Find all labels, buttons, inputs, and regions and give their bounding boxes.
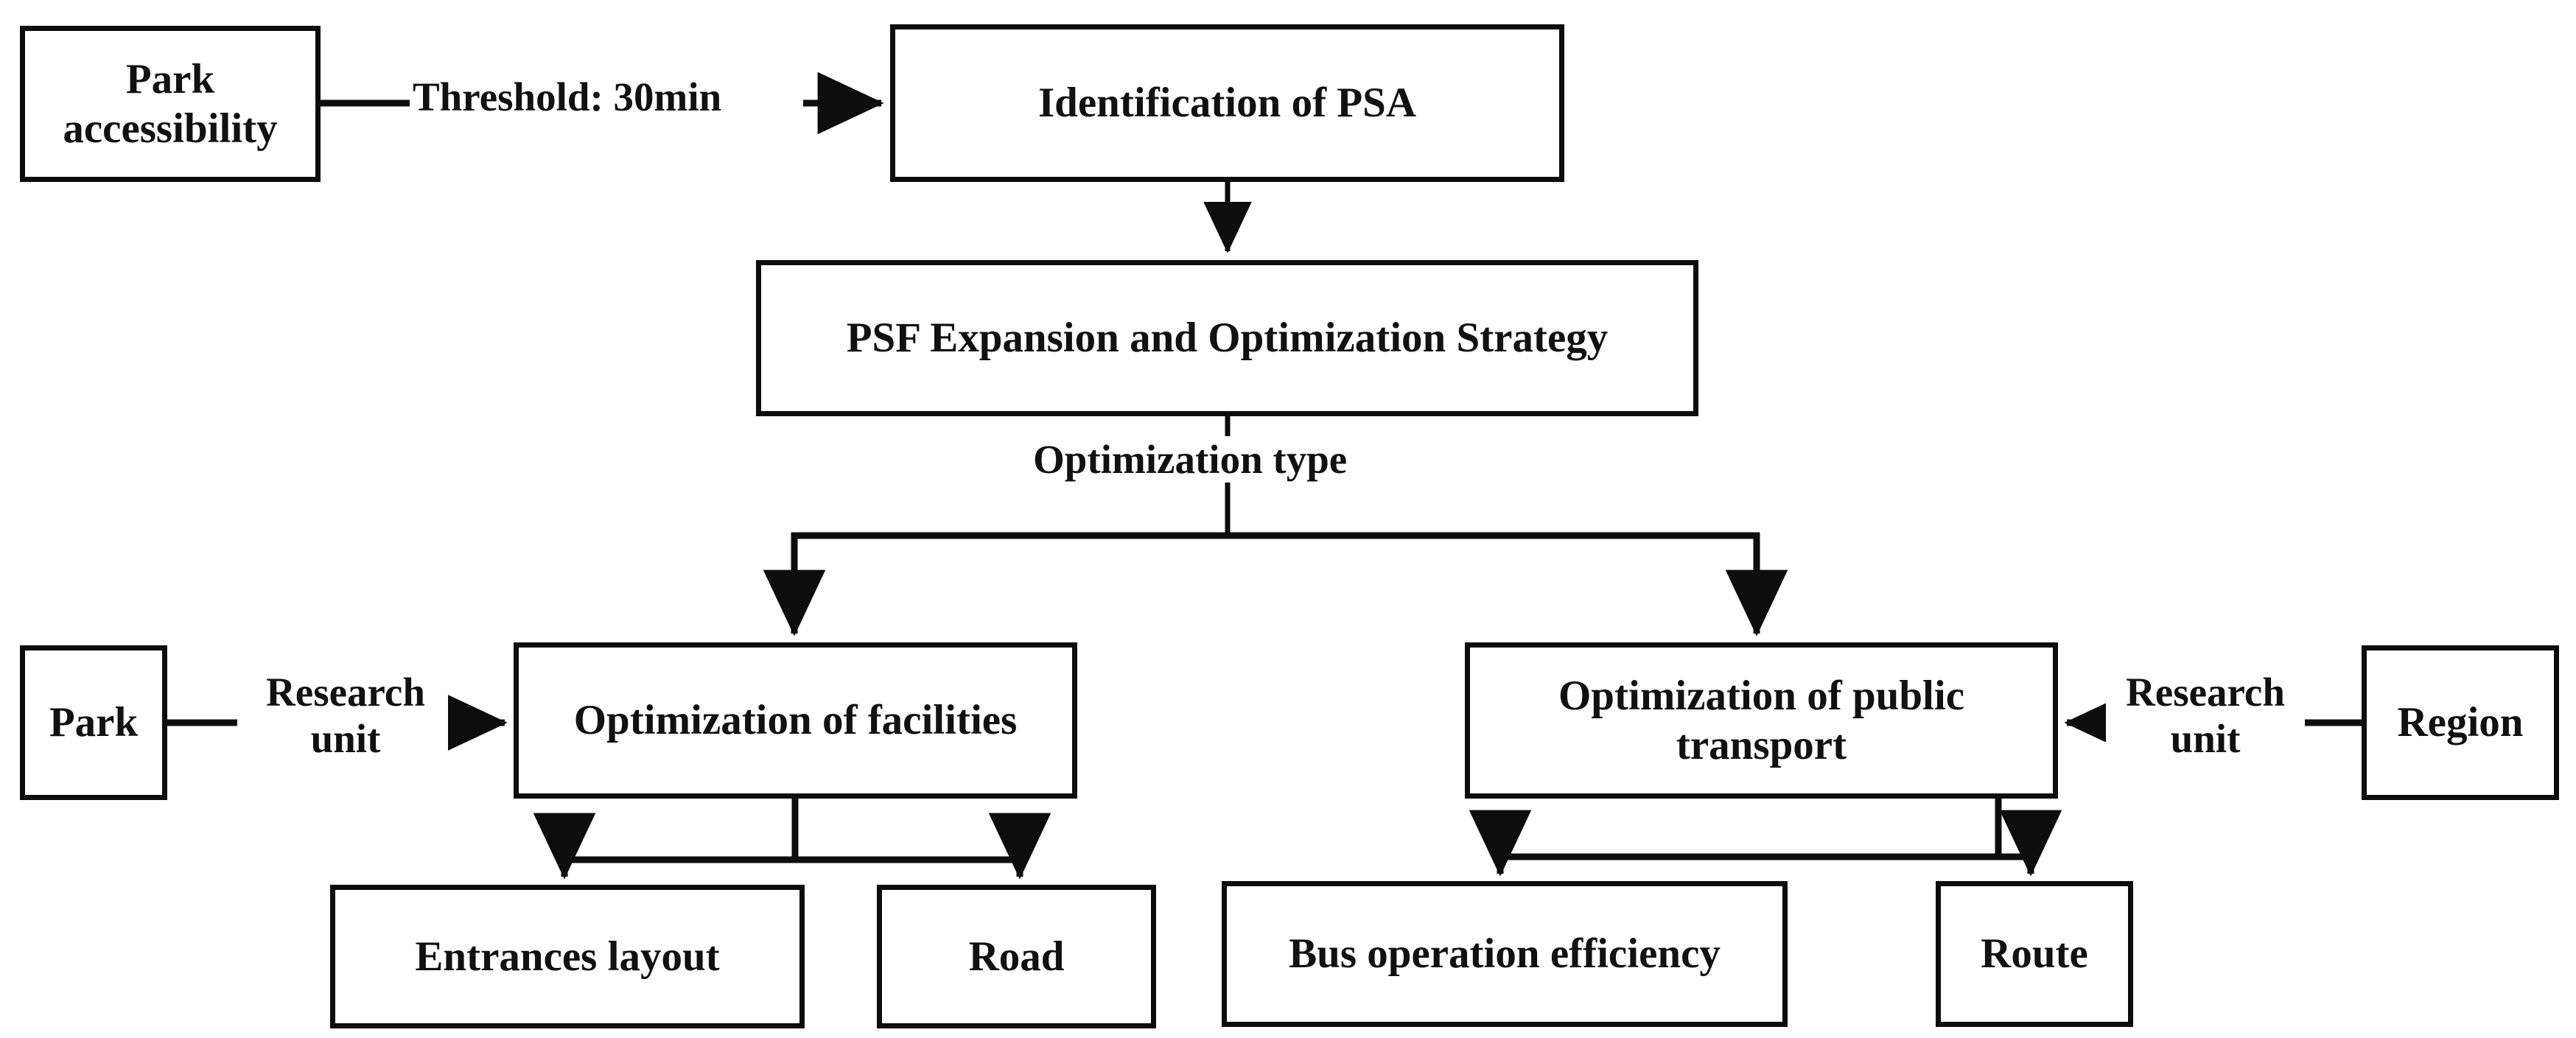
node-park[interactable]: Park: [20, 645, 167, 800]
node-label: Region: [2397, 699, 2524, 746]
edge-label-research-unit-right: Research unit: [2106, 669, 2305, 762]
node-psf-expansion-strategy[interactable]: PSF Expansion and Optimization Strategy: [756, 260, 1698, 416]
edge-label-research-unit-left: Research unit: [243, 669, 448, 762]
edge-label-optimization-type: Optimization type: [1030, 436, 1351, 483]
node-identification-of-psa[interactable]: Identification of PSA: [890, 24, 1564, 182]
node-label: Park accessibility: [63, 55, 278, 152]
node-optimization-of-facilities[interactable]: Optimization of facilities: [514, 642, 1077, 799]
node-label: Entrances layout: [415, 933, 720, 980]
node-label: Optimization of public transport: [1558, 672, 1965, 768]
node-label: Bus operation efficiency: [1289, 930, 1721, 978]
node-label: PSF Expansion and Optimization Strategy: [846, 315, 1609, 362]
node-region[interactable]: Region: [2362, 645, 2559, 800]
node-label: Optimization of facilities: [573, 697, 1018, 744]
node-park-accessibility[interactable]: Park accessibility: [20, 26, 321, 182]
node-label: Road: [968, 933, 1065, 980]
node-label: Identification of PSA: [1038, 80, 1416, 127]
node-route[interactable]: Route: [1936, 881, 2133, 1027]
node-road[interactable]: Road: [877, 885, 1156, 1028]
node-label: Route: [1981, 930, 2088, 978]
edge-label-threshold: Threshold: 30min: [410, 74, 725, 121]
node-optimization-of-public-transport[interactable]: Optimization of public transport: [1465, 642, 2058, 799]
node-bus-operation-efficiency[interactable]: Bus operation efficiency: [1222, 881, 1788, 1027]
node-label: Park: [49, 699, 139, 746]
node-entrances-layout[interactable]: Entrances layout: [330, 885, 805, 1028]
